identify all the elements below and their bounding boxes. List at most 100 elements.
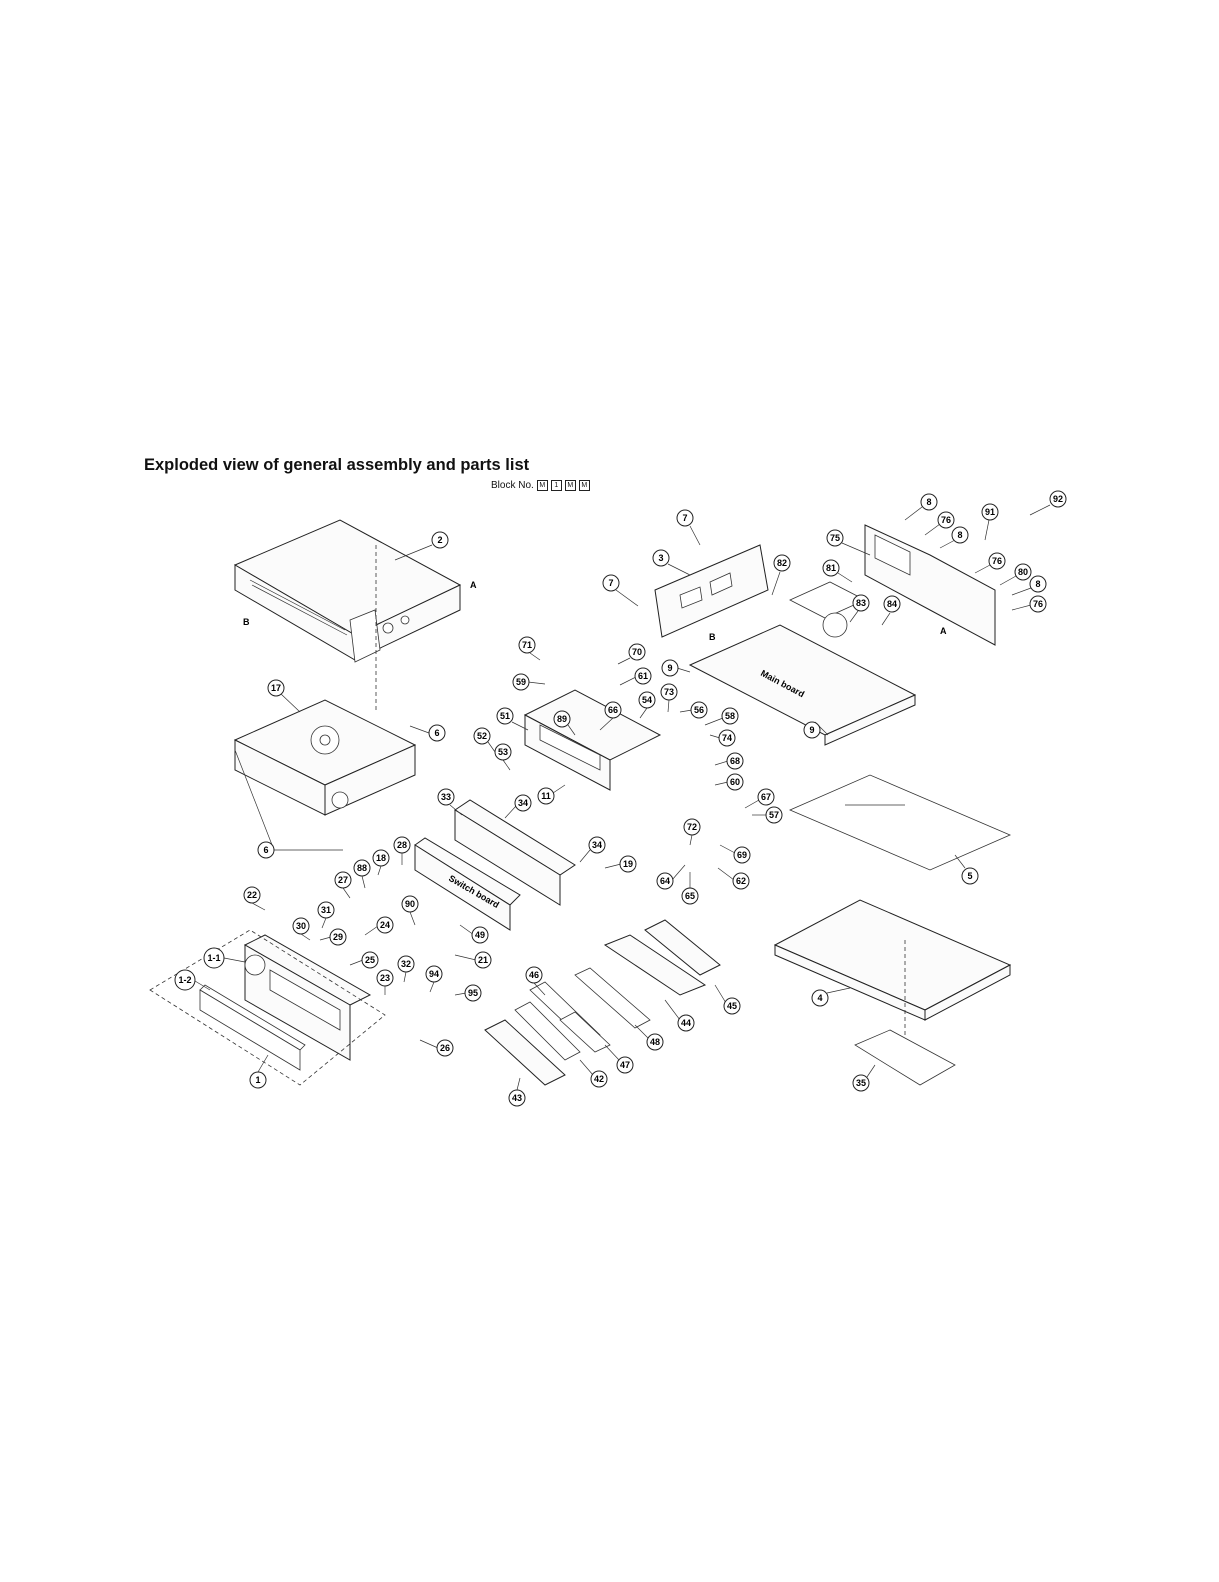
svg-text:43: 43 — [512, 1093, 522, 1103]
callout-6a: 6 — [409, 724, 446, 742]
svg-text:48: 48 — [650, 1037, 660, 1047]
callout-27: 27 — [334, 871, 352, 899]
svg-text:34: 34 — [518, 798, 528, 808]
callout-48: 48 — [634, 1024, 664, 1051]
callout-18: 18 — [372, 849, 390, 876]
svg-text:89: 89 — [557, 714, 567, 724]
block-box-3: M — [564, 480, 576, 491]
callout-3: 3 — [652, 549, 691, 576]
callout-1-2: 1-2 — [174, 969, 211, 991]
svg-text:82: 82 — [777, 558, 787, 568]
callout-71: 71 — [518, 636, 541, 661]
svg-text:88: 88 — [357, 863, 367, 873]
callout-34b: 34 — [579, 836, 606, 863]
callout-94: 94 — [425, 965, 443, 993]
callout-62: 62 — [717, 867, 750, 890]
svg-text:52: 52 — [477, 731, 487, 741]
svg-text:27: 27 — [338, 875, 348, 885]
svg-text:73: 73 — [664, 687, 674, 697]
block-box-2: 1 — [550, 480, 562, 491]
callout-47: 47 — [604, 1044, 634, 1074]
ref-letter-a2: A — [940, 626, 947, 636]
callout-17: 17 — [267, 679, 301, 713]
block-box-1: M — [536, 480, 548, 491]
callout-32: 32 — [397, 955, 415, 983]
bracket-plate — [654, 544, 769, 638]
callout-76c: 76 — [1011, 595, 1047, 613]
callout-92: 92 — [1029, 490, 1067, 516]
svg-text:71: 71 — [522, 640, 532, 650]
callout-24: 24 — [364, 916, 394, 936]
callout-91: 91 — [981, 503, 999, 541]
callout-73: 73 — [660, 683, 678, 713]
callout-46: 46 — [525, 966, 546, 996]
svg-text:56: 56 — [694, 705, 704, 715]
callout-23: 23 — [376, 969, 394, 995]
callout-68: 68 — [714, 752, 744, 770]
svg-text:58: 58 — [725, 711, 735, 721]
svg-text:49: 49 — [475, 930, 485, 940]
svg-text:19: 19 — [623, 859, 633, 869]
svg-text:31: 31 — [321, 905, 331, 915]
svg-text:61: 61 — [638, 671, 648, 681]
svg-text:22: 22 — [247, 890, 257, 900]
callout-72: 72 — [683, 818, 701, 846]
svg-text:76: 76 — [941, 515, 951, 525]
svg-text:8: 8 — [926, 497, 931, 507]
callout-61: 61 — [619, 667, 652, 686]
callout-80: 80 — [999, 563, 1032, 586]
svg-text:46: 46 — [529, 970, 539, 980]
callout-31: 31 — [317, 901, 335, 929]
svg-text:7: 7 — [608, 578, 613, 588]
svg-text:74: 74 — [722, 733, 732, 743]
svg-text:5: 5 — [967, 871, 972, 881]
svg-text:35: 35 — [856, 1078, 866, 1088]
svg-text:70: 70 — [632, 647, 642, 657]
ref-letter-b1: B — [243, 617, 250, 627]
svg-text:21: 21 — [478, 955, 488, 965]
callout-25: 25 — [349, 951, 379, 969]
callout-76a: 76 — [924, 511, 955, 536]
svg-text:45: 45 — [727, 1001, 737, 1011]
callout-82: 82 — [771, 554, 791, 596]
callout-4: 4 — [811, 987, 851, 1007]
callout-35: 35 — [852, 1064, 876, 1092]
svg-text:67: 67 — [761, 792, 771, 802]
callout-33: 33 — [437, 788, 463, 816]
insulation-sheet — [788, 774, 1012, 871]
svg-text:66: 66 — [608, 705, 618, 715]
callout-26: 26 — [419, 1039, 454, 1057]
callout-9a: 9 — [661, 659, 691, 677]
svg-text:64: 64 — [660, 876, 670, 886]
svg-text:57: 57 — [769, 810, 779, 820]
callout-30: 30 — [292, 917, 311, 941]
callout-81: 81 — [822, 559, 853, 583]
callout-8c: 8 — [1011, 575, 1047, 596]
callout-89: 89 — [553, 710, 576, 736]
block-box-4: M — [578, 480, 590, 491]
svg-text:92: 92 — [1053, 494, 1063, 504]
svg-text:95: 95 — [468, 988, 478, 998]
callout-7b: 7 — [602, 574, 639, 607]
svg-text:68: 68 — [730, 756, 740, 766]
chassis-top — [233, 519, 462, 663]
callout-58: 58 — [704, 707, 739, 726]
callout-29: 29 — [319, 928, 347, 946]
callout-76b: 76 — [974, 552, 1006, 574]
callout-2: 2 — [394, 531, 449, 561]
svg-text:9: 9 — [809, 725, 814, 735]
callout-57: 57 — [752, 806, 783, 824]
callout-34a: 34 — [504, 794, 532, 819]
svg-text:7: 7 — [682, 513, 687, 523]
switch-board-frame — [414, 799, 576, 931]
svg-text:6: 6 — [263, 845, 268, 855]
callout-52: 52 — [473, 727, 496, 753]
callout-54: 54 — [638, 691, 656, 719]
label-sheet — [854, 1029, 956, 1086]
callout-8a: 8 — [904, 493, 938, 521]
svg-text:29: 29 — [333, 932, 343, 942]
rear-plate — [864, 524, 996, 646]
callout-88: 88 — [353, 859, 371, 889]
callout-28: 28 — [393, 836, 411, 865]
svg-text:54: 54 — [642, 695, 652, 705]
